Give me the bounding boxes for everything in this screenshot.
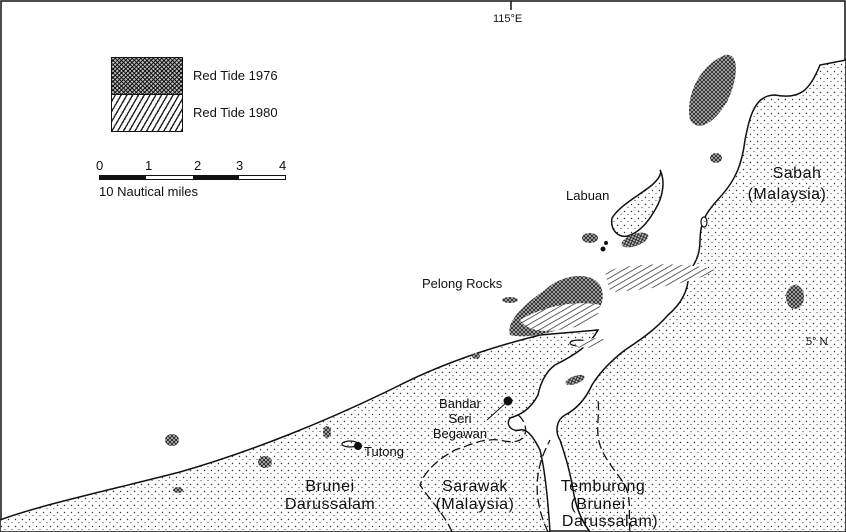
scale-unit-label: 10 Nautical miles [99,184,198,199]
scale-tick-0: 0 [96,158,104,173]
label-bandar: Bandar [439,396,481,411]
legend-label-1980: Red Tide 1980 [193,105,278,120]
label-sabah-country: (Malaysia) [747,186,827,203]
islet [600,246,606,252]
islet [604,241,608,245]
tutong-marker [354,442,362,450]
label-temburong: Temburong [560,478,646,495]
label-sabah: Sabah [772,165,822,182]
red-tide-1980-areas [520,264,715,348]
label-labuan: Labuan [566,188,610,203]
land-temburong-sabah [556,59,846,532]
label-temburong-brunei: (Brunei [570,496,626,513]
island-labuan [610,169,664,238]
legend-swatch-1980 [111,94,183,132]
label-sarawak: Sarawak [442,478,508,495]
boundary-brunei-sarawak [419,414,527,532]
scale-tick-2: 2 [194,158,202,173]
label-pelong-rocks: Pelong Rocks [422,276,503,291]
scale-tick-3: 3 [236,158,244,173]
latitude-label: 5° N [806,336,828,348]
scale-bar-graphic [99,175,286,180]
label-begawan: Begawan [432,426,488,441]
scale-tick-1: 1 [145,158,153,173]
label-brunei: Brunei [305,478,355,495]
boundary-sarawak-temburong [536,439,551,532]
longitude-label: 115°E [493,13,523,25]
label-temburong-darussalam: Darussalam) [561,513,659,530]
label-seri: Seri [448,411,472,426]
islet [700,216,708,228]
scale-tick-4: 4 [279,158,287,173]
bandar-leader [486,400,509,421]
legend-swatch-1976 [111,57,183,95]
label-brunei-darussalam: Darussalam [284,496,376,513]
land-brunei-sarawak [0,329,600,532]
label-tutong: Tutong [364,444,404,459]
legend-label-1976: Red Tide 1976 [193,68,278,83]
label-sarawak-country: (Malaysia) [435,496,515,513]
boundary-temburong-sabah [597,399,631,532]
